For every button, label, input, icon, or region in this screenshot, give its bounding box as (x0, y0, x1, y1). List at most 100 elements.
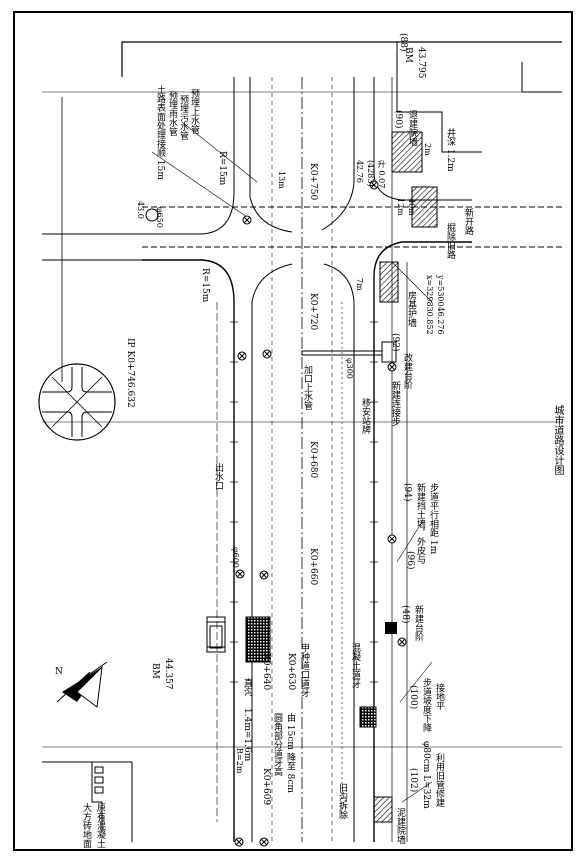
hatched-wall-mid (411, 186, 438, 228)
drawing-frame: 土路表面处理接顺 15m 预埋雨水管 预埋污水管 预埋上水管 R=15m R=1… (13, 11, 573, 851)
label-13m: 13m (277, 171, 286, 189)
label-coord-y: y=530046.276 (436, 275, 445, 335)
label-m14-16: 1.4m=1.6m (242, 708, 252, 762)
label-n48: (48) (400, 605, 410, 624)
label-k0-750: K0+750 (308, 163, 318, 201)
label-xinjian-lianjie: 新建连接步 (390, 381, 400, 426)
label-n100: (100) (408, 685, 418, 710)
label-bm-left: BM (150, 663, 160, 679)
manhole-5 (259, 570, 269, 580)
north-arrow (56, 661, 108, 708)
label-zhijiao: 直沟 (242, 678, 252, 696)
label-xinjian-taijie: 新建台阶 (413, 605, 423, 641)
manhole-4 (235, 569, 245, 579)
manhole-1 (242, 215, 252, 225)
label-7m: 7m (355, 278, 364, 291)
manhole-3 (262, 349, 272, 359)
hatched-crossing (245, 616, 271, 663)
label-jiakou-shangshuiguan: 加口上水管 (302, 365, 312, 410)
label-40m: 40m (407, 198, 416, 216)
road-edge-right-outer (373, 77, 472, 201)
label-jiazhong-k0: K0+630 (286, 653, 296, 691)
manhole-10 (234, 837, 244, 847)
manhole-7 (387, 362, 397, 372)
road-plan-drawing (38, 41, 562, 847)
label-2m: 2m (423, 143, 432, 156)
label-bm-top: BM (403, 47, 413, 63)
label-chushuikou: 出水口 (213, 463, 223, 490)
label-fangjihuqiang: 房基护墙 (406, 291, 416, 327)
label-jiuguo-chaichu: 旧沟拆除 (337, 783, 347, 819)
manhole-2 (237, 351, 247, 361)
road-edge-left-inner (249, 77, 293, 233)
label-r2: R=2m (235, 748, 244, 774)
label-jie-diping: 接地平 (434, 683, 444, 710)
label-n92: (92) (390, 333, 400, 352)
road-edge-left-outer (142, 77, 235, 235)
label-tu-lu-biaomian: 土路表面处理接顺 15m (155, 85, 165, 180)
label-xinkailu: 新开路 (463, 208, 473, 235)
label-elev-43: 43.0 (136, 201, 145, 219)
label-bu-dao-pingxing: 步道平行相距 1m (428, 483, 438, 555)
intersection-symbol (38, 363, 116, 441)
label-north: N (55, 667, 63, 677)
label-r15-mid: R=15m (200, 268, 210, 303)
step-block-48 (385, 622, 397, 634)
figure-caption: 城市道路设计图 (552, 405, 563, 475)
road-edge-left-inner-lower (251, 263, 293, 842)
label-k0-680: K0+680 (308, 441, 318, 479)
label-yuanjiao-gao: 由 15cm 降至 8cm (285, 713, 295, 793)
label-k0-609: K0+609 (261, 768, 271, 806)
label-4276: 42.76 (355, 160, 364, 183)
label-yian-zhanpai: 移安站牌 (360, 398, 370, 434)
label-bm-top-val: 43.795 (416, 47, 426, 79)
label-12m: 12m (396, 198, 405, 216)
label-yuanyou-hunningtu: 原有混凝土 (95, 803, 105, 848)
road-edge-right-inner-lower (323, 263, 355, 842)
label-jingshen: 井深 1.2m (445, 128, 455, 172)
label-phi650: φ650 (155, 207, 164, 228)
hatched-step-lower (359, 706, 377, 728)
label-phi80: φ80cm L=32m (421, 741, 431, 809)
label-liyong-jiuguan: 利用旧管修建 (434, 753, 444, 807)
label-dafangzhuan: 大方砖地面 (81, 803, 91, 848)
road-edge-right-outer-lower (373, 241, 472, 842)
bm-symbol-left (206, 621, 226, 653)
label-nijian-yuanqiang: 泥建院墙 (395, 808, 405, 844)
label-sheng007: 升 0.07 (377, 160, 386, 189)
label-k0-720: K0+720 (308, 293, 318, 331)
label-r15-top: R=15m (217, 151, 227, 186)
label-n88: (88) (398, 33, 408, 52)
manhole-11 (259, 837, 269, 847)
label-xinjian-dangtuqiang: 新建挡土墙，外皮与 (415, 483, 425, 564)
label-n102: (102) (408, 768, 418, 793)
label-budao-podu: 步道坡度下降 (421, 678, 431, 732)
manhole-8 (387, 534, 397, 544)
manhole-9 (397, 637, 407, 647)
elevation-marker (145, 208, 159, 222)
label-yumai-yushui: 预埋雨水管 (167, 91, 177, 136)
road-edge-right-inner (321, 77, 355, 231)
label-n90: (90) (393, 110, 403, 129)
label-jiazhong-daoya: 甲种道口道牙 (299, 643, 309, 697)
label-yuanjiao-bufen: 圆角部分道牙高 (272, 713, 282, 776)
hatched-wall-bottom (373, 796, 393, 823)
label-phi300: φ300 (345, 358, 354, 379)
label-4283: (4283) (366, 160, 375, 187)
label-phi600: φ600 (231, 547, 240, 568)
label-k0-660: K0+660 (308, 548, 318, 586)
manhole-6 (369, 180, 379, 190)
hatched-wall-top (391, 131, 423, 173)
label-tuijian-yuanqiang: 退建院墙 (407, 110, 417, 146)
label-ip: IP K0+746.632 (125, 338, 135, 408)
label-n96: (96) (405, 551, 415, 570)
label-k0-640: K0+640 (261, 653, 271, 691)
label-hunningtu-daoya: 混凝土道牙 (350, 643, 360, 688)
hatched-foundation (379, 261, 399, 303)
label-yumai-wushui: 预埋污水管 (178, 95, 188, 140)
culvert-box (301, 350, 383, 356)
label-coord-x: x=329830.852 (425, 275, 434, 335)
label-juechu-jiulu: 掘除旧路 (445, 223, 455, 259)
label-gaijian-taijie: 改建台阶 (402, 353, 412, 389)
label-yumai-shangshui: 预埋上水管 (189, 89, 199, 134)
